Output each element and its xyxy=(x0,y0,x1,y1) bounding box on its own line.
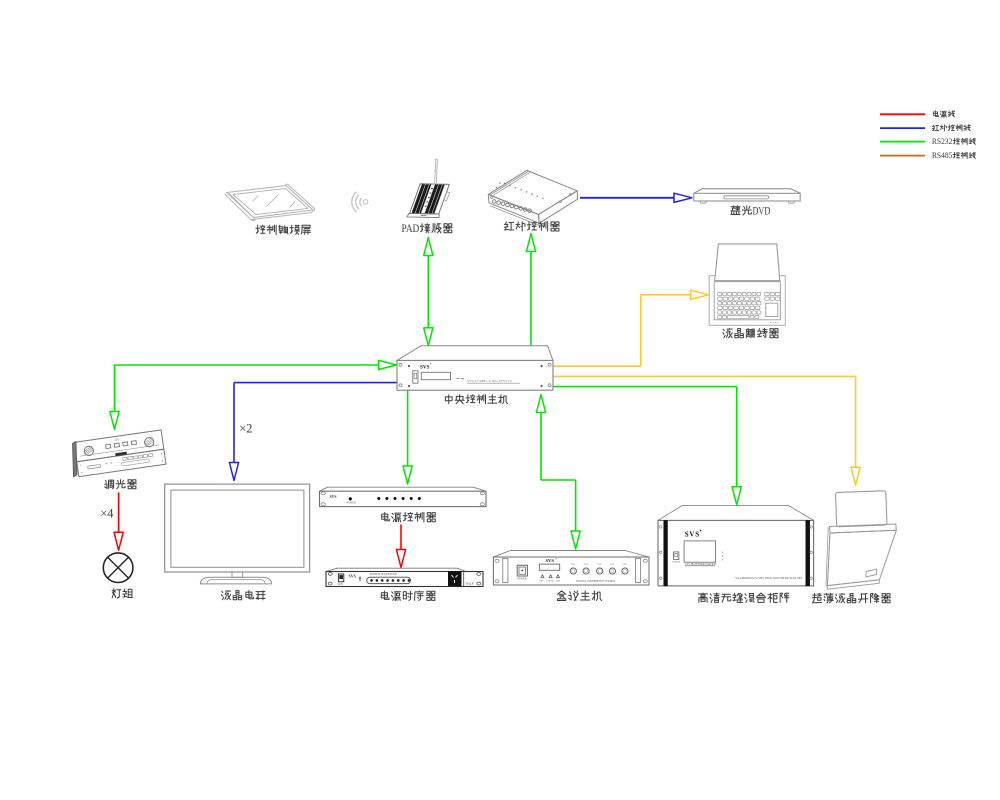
svg-text:DVD: DVD xyxy=(753,204,771,217)
svg-text:VOL: VOL xyxy=(597,564,602,566)
svg-text:V: V xyxy=(722,555,724,558)
svg-text:DY: DY xyxy=(115,437,121,442)
svg-text:PHONE: PHONE xyxy=(547,581,555,583)
svg-text:MIC: MIC xyxy=(540,581,545,583)
svg-text:S: S xyxy=(722,552,724,555)
svg-text:220V: 220V xyxy=(338,583,344,586)
svg-text:RS485: RS485 xyxy=(932,151,953,160)
svg-text:VOL: VOL xyxy=(571,564,576,566)
svg-text:SVS: SVS xyxy=(685,531,700,539)
svg-text:AUX: AUX xyxy=(556,580,561,583)
svg-text:SVS-S/CRBL1-CTRL-SYS: SVS-S/CRBL1-CTRL-SYS xyxy=(467,379,505,383)
svg-text:×2: ×2 xyxy=(239,422,252,436)
svg-text:S: S xyxy=(722,558,724,561)
svg-text:POWER: POWER xyxy=(518,578,527,581)
svg-text:VGA HDMI DVI CVBS YPbPr SDI US: VGA HDMI DVI CVBS YPbPr SDI USB RS232 IR… xyxy=(735,576,803,580)
svg-text:V1.0: V1.0 xyxy=(505,379,512,383)
svg-text:DIGITAL CONFERENCE SYSTEM: DIGITAL CONFERENCE SYSTEM xyxy=(576,580,615,583)
svg-text:POWER SEQUENCER: POWER SEQUENCER xyxy=(370,573,397,576)
svg-text:POWER: POWER xyxy=(347,502,356,505)
svg-text:SVS: SVS xyxy=(349,574,357,579)
svg-text:SVS: SVS xyxy=(546,558,555,563)
svg-text:VOL: VOL xyxy=(610,564,615,566)
svg-text:RS232: RS232 xyxy=(932,137,953,146)
svg-text:SVS HD HYBRID MATRIX: SVS HD HYBRID MATRIX xyxy=(685,563,716,566)
svg-text:POWER: POWER xyxy=(673,562,681,564)
svg-text:VOL: VOL xyxy=(584,564,589,566)
svg-text:SVS: SVS xyxy=(420,365,430,371)
svg-text:SVS: SVS xyxy=(330,495,337,499)
svg-text:SEQ 8: SEQ 8 xyxy=(466,582,474,586)
svg-text:×4: ×4 xyxy=(100,506,113,520)
svg-text:PAD: PAD xyxy=(402,222,420,235)
svg-text:VOL: VOL xyxy=(622,564,627,566)
